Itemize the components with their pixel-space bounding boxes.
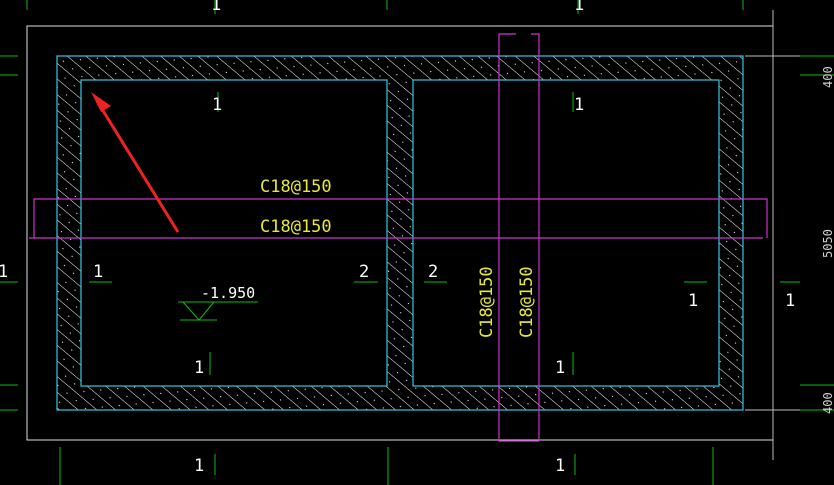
svg-text:2: 2 <box>428 262 438 282</box>
svg-text:400: 400 <box>821 392 834 414</box>
svg-text:2: 2 <box>359 262 369 282</box>
svg-text:1: 1 <box>93 262 103 282</box>
rebar-label-top-lower: C18@150 <box>260 217 332 237</box>
svg-text:1: 1 <box>555 456 565 476</box>
wall-outlines <box>56 55 744 411</box>
rebar-label-vertical-left: C18@150 <box>477 266 497 338</box>
svg-text:1: 1 <box>212 95 222 115</box>
svg-text:1: 1 <box>785 291 795 311</box>
rebar-label-top-upper: C18@150 <box>260 177 332 197</box>
svg-text:5050: 5050 <box>821 229 834 258</box>
elevation-marker <box>178 301 258 321</box>
svg-text:1: 1 <box>574 95 584 115</box>
red-arrow-icon <box>91 92 180 233</box>
rebar-label-vertical-right: C18@150 <box>517 266 537 338</box>
svg-text:400: 400 <box>821 66 834 88</box>
svg-text:1: 1 <box>0 262 8 282</box>
svg-text:1: 1 <box>688 291 698 311</box>
elevation-label: -1.950 <box>201 284 255 302</box>
section-mark-labels: 1 1 1 1 1 1 2 2 1 1 1 1 1 1 <box>0 0 795 476</box>
svg-text:1: 1 <box>574 0 584 15</box>
section-ticks <box>0 92 800 375</box>
svg-text:1: 1 <box>194 358 204 378</box>
svg-text:1: 1 <box>555 358 565 378</box>
dimension-labels: 400 5050 400 <box>821 66 834 414</box>
svg-text:1: 1 <box>194 456 204 476</box>
rebar-vertical <box>498 33 540 442</box>
svg-text:1: 1 <box>211 0 221 15</box>
rebar-horizontal <box>29 198 768 239</box>
hatched-walls <box>57 56 743 410</box>
